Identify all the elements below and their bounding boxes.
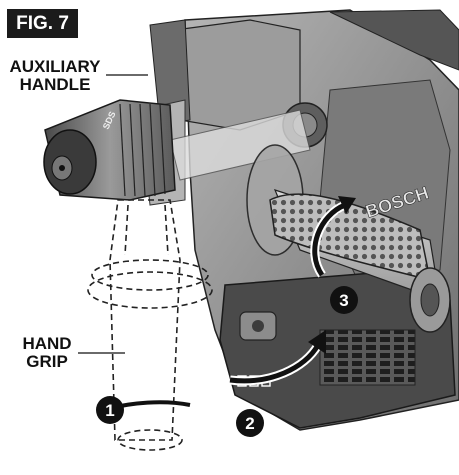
callout-auxiliary-line-2: HANDLE [19,75,91,94]
step-circle-2: 2 [236,409,264,437]
step-number-3: 3 [339,291,348,310]
step-number-2: 2 [245,414,254,433]
step-number-1: 1 [105,401,114,420]
figure-label: FIG. 7 [7,9,78,38]
callout-hand-line-1: HAND [22,334,72,353]
step-circle-1: 1 [96,396,124,424]
callout-hand-grip: HAND GRIP [16,335,78,371]
hand-grip-outline [87,199,213,451]
rotation-arrow-2 [229,330,326,386]
chuck [43,99,176,201]
callout-auxiliary-line-1: AUXILIARY [9,57,101,76]
rotation-arrow-3 [310,196,356,278]
callout-hand-line-2: GRIP [26,352,68,371]
step-circle-3: 3 [330,286,358,314]
leader-lines [78,74,148,354]
callout-auxiliary-handle: AUXILIARY HANDLE [4,58,106,94]
auxiliary-handle-assembly [246,144,451,333]
